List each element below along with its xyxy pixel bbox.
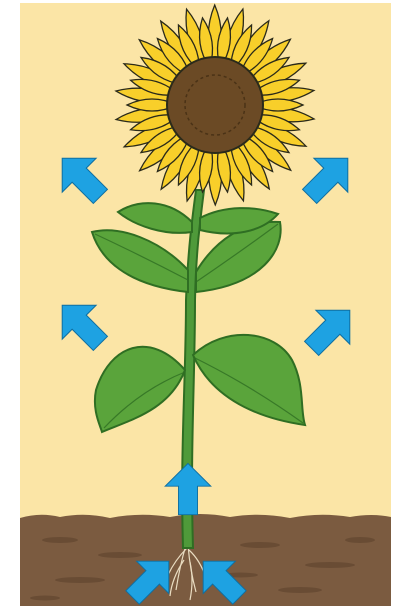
soil [20, 514, 391, 606]
flower-center [167, 57, 263, 153]
